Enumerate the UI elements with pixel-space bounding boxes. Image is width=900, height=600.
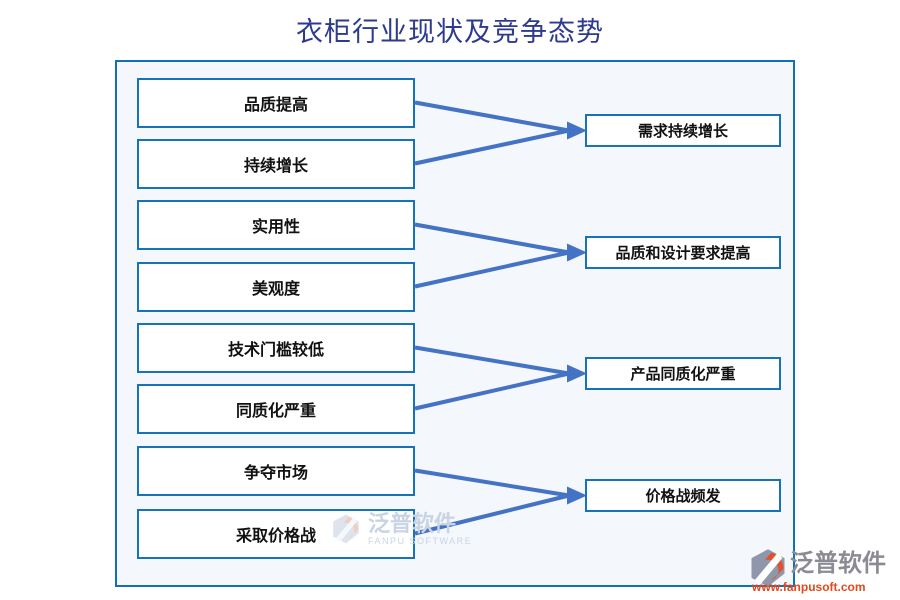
arrowhead-icon <box>567 243 587 262</box>
arrowhead-icon <box>567 364 587 383</box>
target-box-demand-growth: 需求持续增长 <box>585 114 781 147</box>
footer-logo-name: 泛普软件 <box>790 550 886 577</box>
source-box-aesthetics: 美观度 <box>137 262 415 312</box>
arrow-lines <box>414 100 570 536</box>
arrowheads <box>567 121 587 505</box>
target-box-frequent-price-wars: 价格战频发 <box>585 479 781 512</box>
arrowhead-icon <box>567 486 587 505</box>
source-box-homogenization: 同质化严重 <box>137 384 415 434</box>
arrow-line <box>414 222 570 255</box>
target-box-product-homogenization: 产品同质化严重 <box>585 357 781 390</box>
source-box-quality-up: 品质提高 <box>137 78 415 128</box>
arrow-line <box>414 493 570 536</box>
footer-logo-row: 泛普软件 <box>746 546 896 590</box>
footer-logo: 泛普软件 www.fanpusoft.com <box>746 546 896 596</box>
arrow-line <box>414 468 570 498</box>
arrow-line <box>414 250 570 289</box>
arrow-line <box>414 371 570 411</box>
arrow-line <box>414 100 570 133</box>
source-box-low-tech-barrier: 技术门槛较低 <box>137 323 415 373</box>
target-box-quality-design-demand: 品质和设计要求提高 <box>585 236 781 269</box>
arrowhead-icon <box>567 121 587 140</box>
source-box-practicality: 实用性 <box>137 200 415 250</box>
diagram-canvas: 品质提高 持续增长 实用性 美观度 技术门槛较低 同质化严重 争夺市场 采取价格… <box>115 60 795 587</box>
arrow-line <box>414 128 570 166</box>
page-title: 衣柜行业现状及竞争态势 <box>296 17 604 47</box>
source-box-price-war: 采取价格战 <box>137 509 415 559</box>
source-box-market-fight: 争夺市场 <box>137 446 415 496</box>
source-box-continuous-growth: 持续增长 <box>137 139 415 189</box>
arrow-line <box>414 345 570 376</box>
fanpu-emblem-icon <box>751 549 785 587</box>
connector-arrows <box>414 100 587 536</box>
footer-logo-url: www.fanpusoft.com <box>752 580 866 594</box>
